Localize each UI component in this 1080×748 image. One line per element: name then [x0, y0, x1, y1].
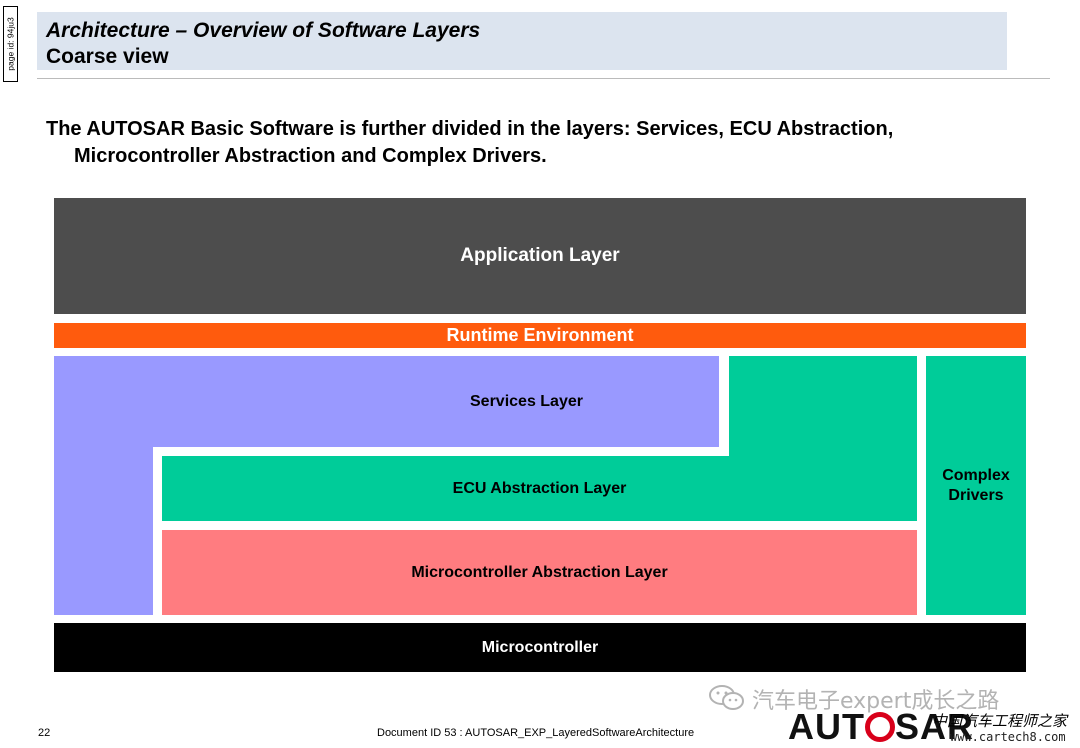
header-divider	[37, 78, 1050, 79]
intro-text: The AUTOSAR Basic Software is further di…	[46, 116, 1026, 170]
mcal-label: Microcontroller Abstraction Layer	[411, 563, 668, 581]
ecu-abstraction-layer: ECU Abstraction Layer	[162, 456, 917, 521]
page-id-box: page id: 94ju3	[3, 6, 18, 82]
microcontroller-label: Microcontroller	[481, 638, 599, 656]
complex-drivers: Complex Drivers	[926, 356, 1026, 615]
slide-subtitle: Coarse view	[46, 45, 169, 68]
intro-line-2: Microcontroller Abstraction and Complex …	[74, 145, 547, 167]
application-layer: Application Layer	[54, 198, 1026, 314]
microcontroller-abstraction-layer: Microcontroller Abstraction Layer	[162, 530, 917, 615]
slide-title: Architecture – Overview of Software Laye…	[46, 19, 481, 42]
watermark-url: www.cartech8.com	[950, 730, 1066, 744]
watermark-text: 汽车电子expert成长之路	[752, 689, 1000, 714]
watermark-site: 中国汽车工程师之家	[932, 712, 1068, 730]
document-id: Document ID 53 : AUTOSAR_EXP_LayeredSoft…	[377, 727, 695, 739]
wechat-icon	[709, 685, 744, 710]
ecu-abstraction-upper-block	[729, 356, 917, 456]
complex-drivers-label: Complex Drivers	[942, 466, 1010, 504]
services-layer: Services Layer	[54, 356, 719, 447]
runtime-environment: Runtime Environment	[54, 323, 1026, 348]
slide-header: Architecture – Overview of Software Laye…	[37, 12, 1007, 70]
microcontroller: Microcontroller	[54, 623, 1026, 672]
ecu-abstraction-label: ECU Abstraction Layer	[452, 479, 627, 497]
page-number: 22	[38, 727, 51, 739]
page-id: page id: 94ju3	[5, 17, 16, 71]
services-layer-label: Services Layer	[470, 392, 583, 410]
intro-line-1: The AUTOSAR Basic Software is further di…	[46, 118, 894, 140]
application-layer-label: Application Layer	[460, 245, 620, 266]
rte-label: Runtime Environment	[446, 325, 634, 345]
